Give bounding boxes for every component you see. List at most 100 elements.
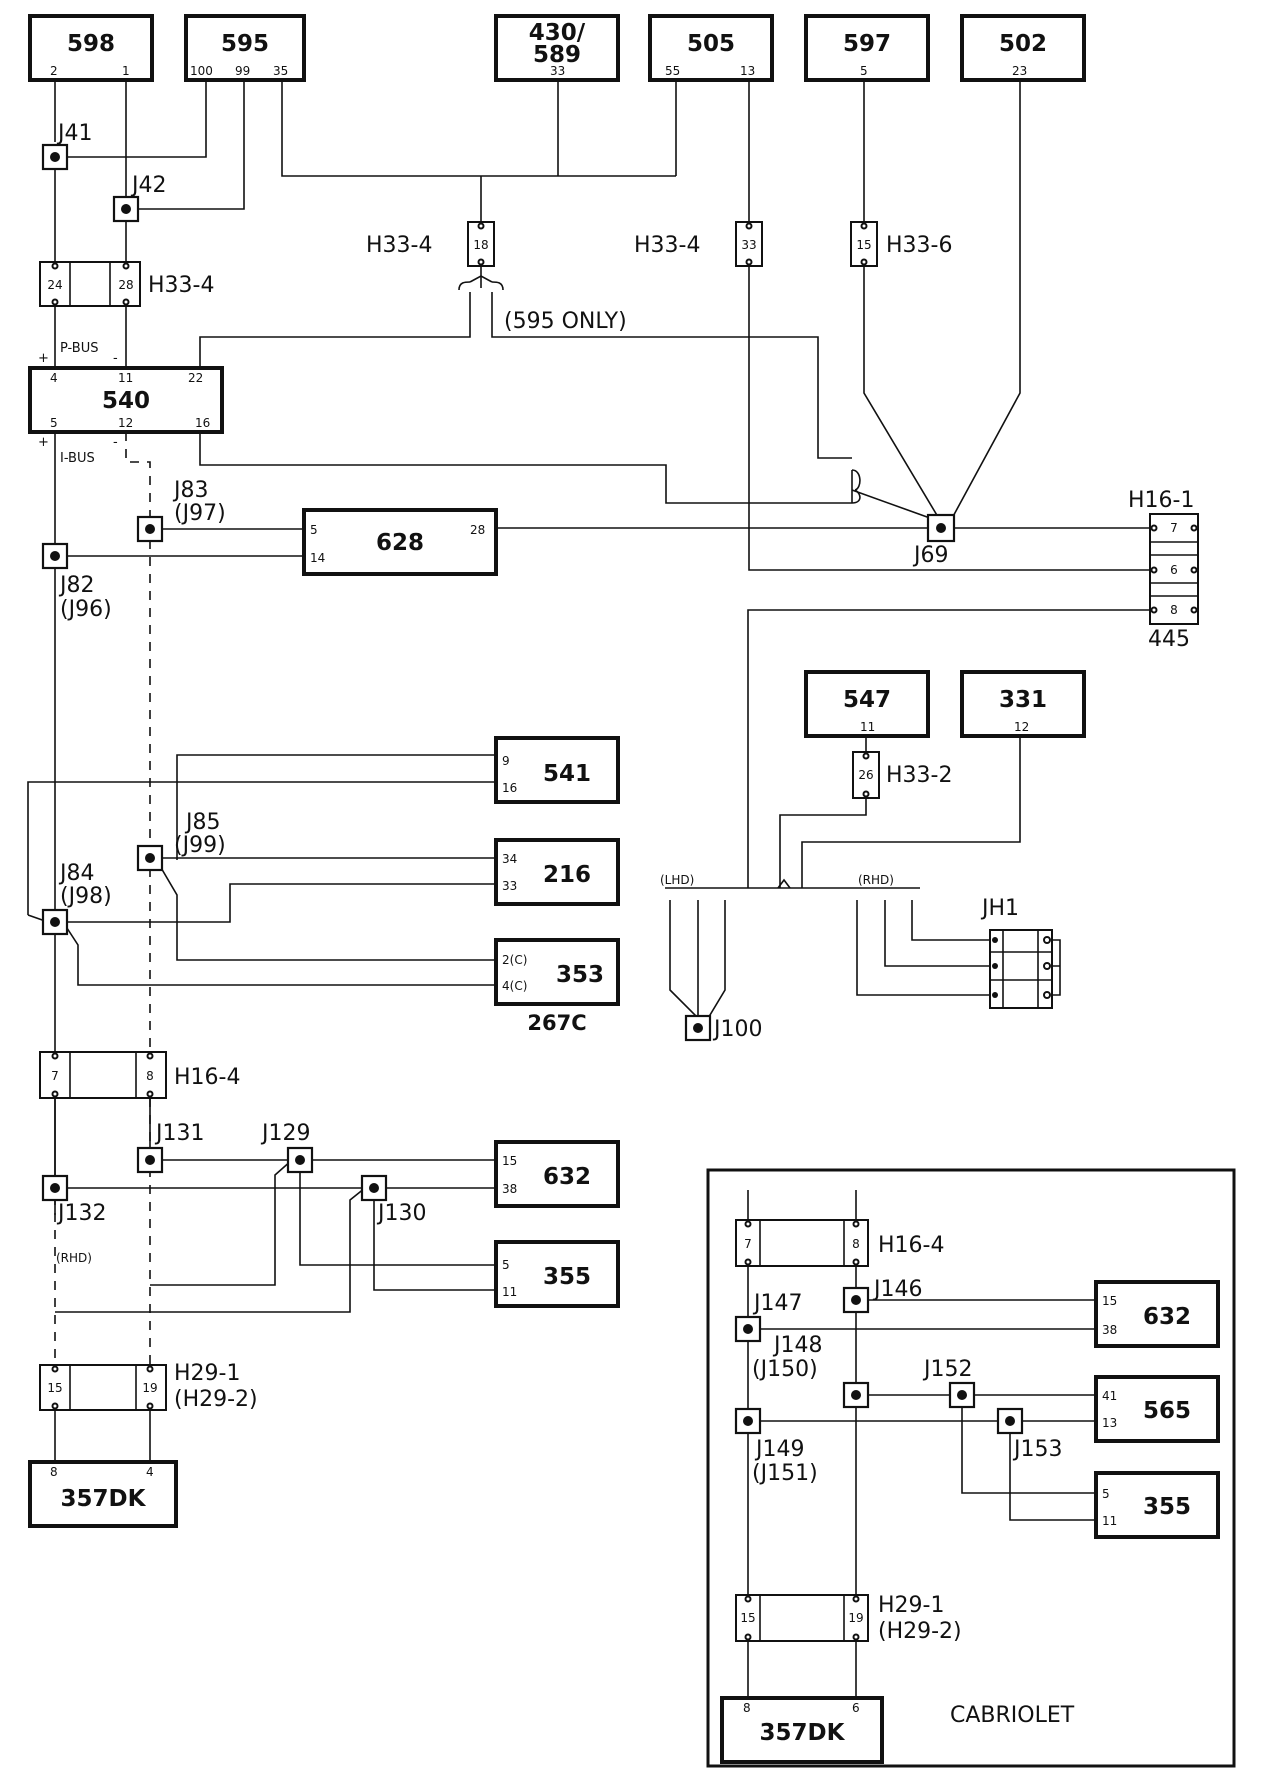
junction-j96-label: (J96) [60,597,112,622]
connector-h33-4-label: H33-4 [148,273,214,298]
label-rhd: (RHD) [858,873,894,887]
connector-h16-1-pin-6: 6 [1170,563,1178,577]
box-353-pin-2c: 2(C) [502,953,527,967]
junction-j42-label: J42 [130,173,166,198]
cab-h29-pin-15: 15 [740,1611,755,1625]
junction-j100: J100 [684,1014,762,1042]
box-628-pin-28: 28 [470,523,485,537]
connector-jh1: JH1 [980,896,1053,1009]
junction-j97-label: (J97) [174,501,226,526]
box-216-pin-34: 34 [502,852,517,866]
junction-j129-label: J129 [260,1121,310,1146]
box-353-sub: 267C [527,1011,586,1035]
cab-junction-j146-label: J146 [872,1277,922,1302]
cab-box-565-pin-41: 41 [1102,1389,1117,1403]
label-p-bus: P-BUS [60,341,98,356]
cab-box-355-pin-5: 5 [1102,1487,1110,1501]
box-597-pin-5: 5 [860,64,868,78]
box-331: 331 12 [960,670,1086,738]
connector-h33-4-mid-pin: 18 [473,238,488,252]
junction-j131-label: J131 [154,1121,204,1146]
cab-junction-j152-label: J152 [922,1357,972,1382]
label-i-bus-minus: - [113,435,118,450]
junction-j132-label: J132 [56,1201,106,1226]
box-502-label: 502 [999,31,1047,57]
box-598-pin-2: 2 [50,64,58,78]
junction-j129: J129 [260,1121,314,1174]
junction-j130: J130 [360,1174,426,1226]
box-628: 628 5 14 28 [302,508,498,576]
cab-h29-label-1: H29-1 [878,1593,944,1618]
junction-j100-label: J100 [712,1017,762,1042]
label-p-bus-plus: + [38,351,49,366]
connector-h33-6: 15 H33-6 [850,221,952,267]
cab-junction-j152: J152 [922,1357,976,1409]
box-540-pin-5: 5 [50,416,58,430]
box-357dk: 357DK 8 4 [28,1460,178,1528]
junction-j131: J131 [136,1121,204,1174]
cab-box-357dk-pin-6: 6 [852,1701,860,1715]
label-595-only: (595 ONLY) [504,309,627,334]
box-598: 598 2 1 [28,14,154,82]
box-502-pin-23: 23 [1012,64,1027,78]
box-353-pin-4c: 4(C) [502,979,527,993]
connector-h29: 15 19 H29-1 (H29-2) [39,1361,258,1412]
connector-h16-1-label: H16-1 [1128,488,1194,513]
box-595-pin-99: 99 [235,64,250,78]
connector-h33-4-right-label: H33-4 [634,233,700,258]
box-331-pin-12: 12 [1014,720,1029,734]
connector-h33-4-mid: 18 H33-4 [366,221,495,267]
connector-h16-4-label: H16-4 [174,1065,240,1090]
connector-h29-pin-15: 15 [47,1381,62,1395]
connector-h33-4-main: 24 28 H33-4 [39,261,214,307]
connector-h33-4-right-pin: 33 [741,238,756,252]
connector-h16-1-pin-8: 8 [1170,603,1178,617]
cab-junction-j150-label: (J150) [752,1357,818,1382]
box-540-pin-4: 4 [50,371,58,385]
box-540: 540 4 11 22 5 12 16 [28,366,224,434]
connector-h33-4-pin-24: 24 [47,278,62,292]
box-430-label-1: 430/ [529,20,586,46]
box-540-pin-22: 22 [188,371,203,385]
box-595-pin-100: 100 [190,64,213,78]
connector-h29-label-2: (H29-2) [174,1387,258,1412]
label-p-bus-minus: - [113,351,118,366]
box-632: 632 15 38 [494,1140,620,1208]
cab-junction-j146: J146 [842,1277,922,1314]
box-540-label: 540 [102,388,150,414]
label-i-bus: I-BUS [60,451,95,466]
label-lhd: (LHD) [660,873,694,887]
box-541-pin-16: 16 [502,781,517,795]
box-505-label: 505 [687,31,735,57]
cab-box-565-pin-13: 13 [1102,1416,1117,1430]
box-505: 505 55 13 [648,14,774,82]
connector-h29-label-1: H29-1 [174,1361,240,1386]
connector-h33-2-label: H33-2 [886,763,952,788]
box-216: 216 34 33 [494,838,620,906]
cab-box-565-label: 565 [1143,1398,1191,1424]
junction-j41: J41 [41,121,92,171]
connector-h16-1-pin-7: 7 [1170,521,1178,535]
box-595: 595 100 99 35 [184,14,306,82]
box-216-pin-33: 33 [502,879,517,893]
connector-h16-4-pin-8: 8 [146,1069,154,1083]
box-541: 541 9 16 [494,736,620,804]
cab-junction-j148-label: J148 [772,1333,822,1358]
junction-j83-label: J83 [172,478,208,503]
cab-box-355: 355 5 11 [1094,1471,1220,1539]
box-502: 502 23 [960,14,1086,82]
junctions: J41 J42 J83 (J97) J82 (J96) J69 J85 (J99… [41,121,956,1226]
cab-junction-j153: J153 [996,1407,1062,1462]
connector-h33-6-pin: 15 [856,238,871,252]
junction-j42: J42 [112,173,166,223]
connector-h33-2: 26 H33-2 [852,751,952,799]
cab-box-632-label: 632 [1143,1304,1191,1330]
box-547: 547 11 [804,670,930,738]
junction-j82-label: J82 [58,573,94,598]
cab-h29-label-2: (H29-2) [878,1619,962,1644]
box-632-pin-15: 15 [502,1154,517,1168]
junction-j41-label: J41 [56,121,92,146]
box-540-pin-12: 12 [118,416,133,430]
box-595-pin-35: 35 [273,64,288,78]
cab-connector-h29: 15 19 H29-1 (H29-2) [735,1593,962,1644]
